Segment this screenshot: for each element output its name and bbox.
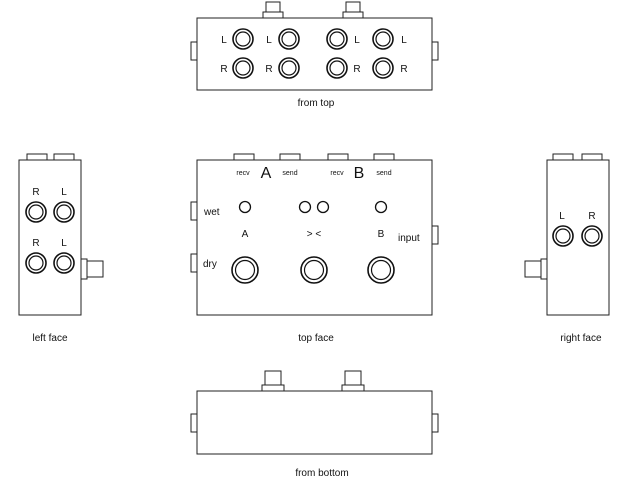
from-bottom-body xyxy=(196,390,433,455)
footswitch-cap xyxy=(86,260,104,278)
jack-socket xyxy=(56,255,72,271)
jack-socket xyxy=(28,204,44,220)
from-top-caption: from top xyxy=(298,98,335,109)
top-jack-tab xyxy=(552,153,574,161)
jack-label-l: L xyxy=(266,35,272,46)
footswitch-cap xyxy=(524,260,542,278)
top-face-view: recv A send recv B send wet dry input A … xyxy=(190,153,439,344)
wet-label: wet xyxy=(203,207,220,218)
jack-socket xyxy=(281,60,297,76)
led-mid-right xyxy=(316,200,330,214)
from-bottom-caption: from bottom xyxy=(295,468,348,479)
switch-a-label: A xyxy=(242,229,249,240)
footswitch-cap xyxy=(344,370,362,386)
jack-socket xyxy=(375,60,391,76)
top-jack-tab xyxy=(53,153,75,161)
footswitch-cap xyxy=(265,1,281,13)
jack-socket xyxy=(555,228,571,244)
top-face-caption: top face xyxy=(298,333,334,344)
footswitch-base xyxy=(540,258,548,280)
left-face-body xyxy=(18,159,82,316)
top-jack-tab xyxy=(327,153,349,161)
jack-label-r: R xyxy=(400,64,407,75)
jack-socket xyxy=(584,228,600,244)
footswitch-base xyxy=(80,258,88,280)
recv-a-label: recv xyxy=(236,170,250,177)
jack-label-l: L xyxy=(401,35,407,46)
side-jack-tab xyxy=(190,253,198,273)
send-b-label: send xyxy=(376,170,391,177)
jack-label-r: R xyxy=(353,64,360,75)
jack-label-l: L xyxy=(61,238,67,249)
footswitch-b-inner xyxy=(370,259,392,281)
side-jack-tab xyxy=(431,41,439,61)
jack-socket xyxy=(28,255,44,271)
side-jack-tab xyxy=(190,41,198,61)
footswitch-base xyxy=(342,11,364,19)
loop-b-label: B xyxy=(354,165,365,182)
input-label: input xyxy=(398,233,420,244)
jack-label-l: L xyxy=(559,211,565,222)
jack-label-r: R xyxy=(32,238,39,249)
send-a-label: send xyxy=(282,170,297,177)
jack-label-r: R xyxy=(265,64,272,75)
loop-a-label: A xyxy=(261,165,272,182)
recv-b-label: recv xyxy=(330,170,344,177)
jack-socket xyxy=(329,31,345,47)
footswitch-cap xyxy=(345,1,361,13)
footswitch-a-inner xyxy=(234,259,256,281)
jack-socket xyxy=(329,60,345,76)
side-jack-tab xyxy=(190,201,198,221)
footswitch-mid-inner xyxy=(303,259,325,281)
jack-label-l: L xyxy=(61,187,67,198)
from-top-view: L L L L R R R R from top xyxy=(190,1,439,109)
led-b xyxy=(374,200,388,214)
footswitch-base xyxy=(341,384,365,392)
from-top-body xyxy=(196,17,433,91)
top-jack-tab xyxy=(279,153,301,161)
led-a xyxy=(238,200,252,214)
side-jack-tab xyxy=(431,225,439,245)
top-jack-tab xyxy=(373,153,395,161)
top-jack-tab xyxy=(581,153,603,161)
right-face-caption: right face xyxy=(560,333,602,344)
jack-label-l: L xyxy=(221,35,227,46)
jack-socket xyxy=(235,31,251,47)
switch-b-label: B xyxy=(378,229,385,240)
jack-socket xyxy=(281,31,297,47)
side-jack-tab xyxy=(190,413,198,433)
side-jack-tab xyxy=(431,413,439,433)
left-face-caption: left face xyxy=(32,333,67,344)
jack-label-l: L xyxy=(354,35,360,46)
led-mid-left xyxy=(298,200,312,214)
jack-socket xyxy=(235,60,251,76)
from-bottom-view: from bottom xyxy=(190,370,439,479)
top-face-body xyxy=(196,159,433,316)
left-face-view: R L R L left face xyxy=(18,153,104,344)
jack-label-r: R xyxy=(32,187,39,198)
dry-label: dry xyxy=(203,259,217,270)
top-jack-tab xyxy=(26,153,48,161)
footswitch-cap xyxy=(264,370,282,386)
footswitch-base xyxy=(261,384,285,392)
jack-label-r: R xyxy=(588,211,595,222)
jack-label-r: R xyxy=(220,64,227,75)
footswitch-base xyxy=(262,11,284,19)
top-jack-tab xyxy=(233,153,255,161)
right-face-view: L R right face xyxy=(524,153,610,344)
switch-mid-label: > < xyxy=(307,229,322,240)
jack-socket xyxy=(56,204,72,220)
jack-socket xyxy=(375,31,391,47)
